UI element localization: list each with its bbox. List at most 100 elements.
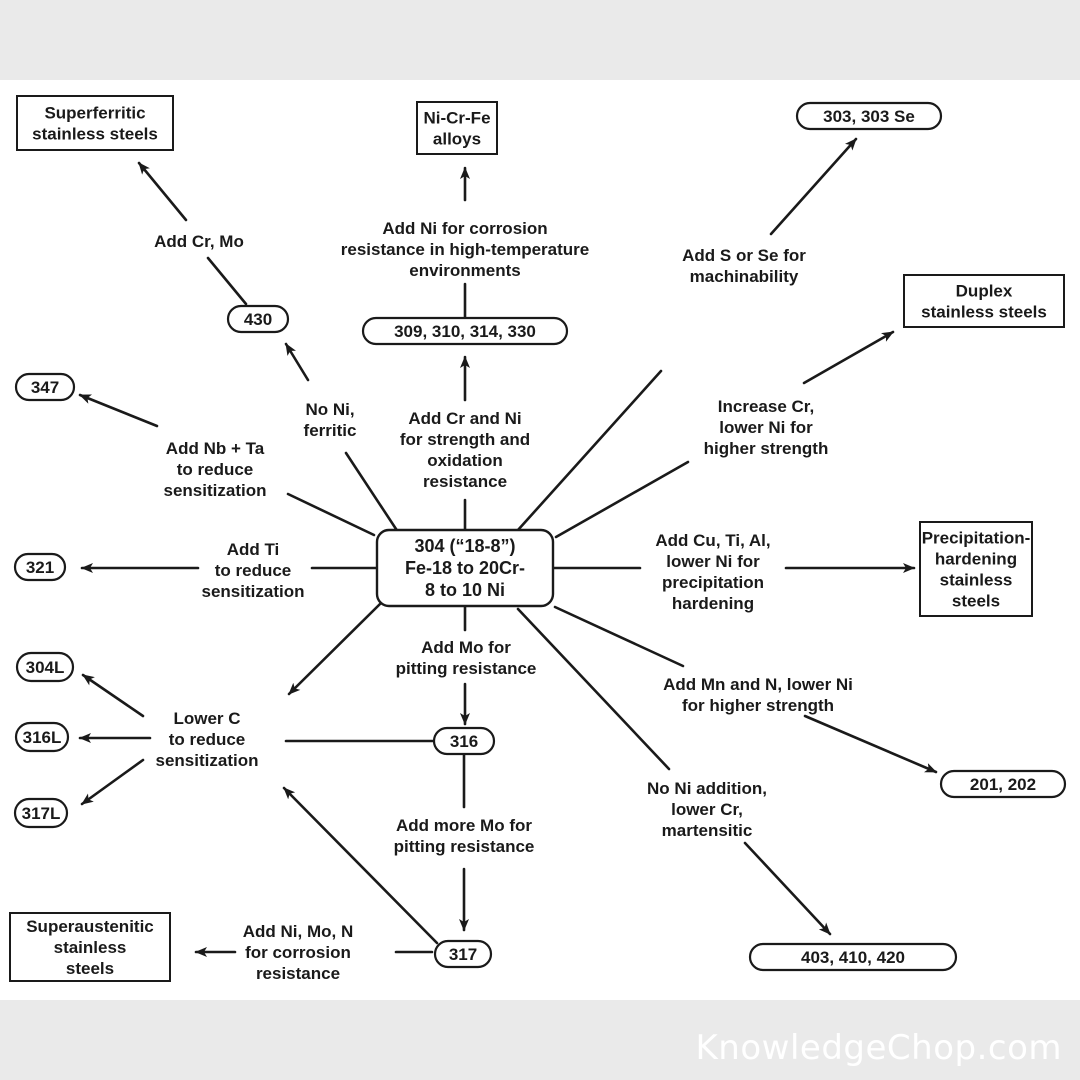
center-node-text-line: 304 (“18-8”) xyxy=(414,536,515,556)
node-superferritic-text-line: stainless steels xyxy=(32,125,158,144)
node-317: 317 xyxy=(433,939,493,969)
label-add-cu-ti-al: Add Cu, Ti, Al, lower Ni for precipitation… xyxy=(655,531,770,613)
node-superaustenitic-text-line: Superaustenitic xyxy=(26,917,154,936)
label-no-ni-addition-text-line: martensitic xyxy=(662,821,753,840)
label-add-more-mo-text-line: Add more Mo for xyxy=(396,816,532,835)
node-ph-text-line: steels xyxy=(952,592,1000,611)
label-add-ti-text-line: to reduce xyxy=(215,561,292,580)
grade-pill xyxy=(14,372,76,402)
label-add-ti: Add Ti to reduce sensitization xyxy=(202,540,305,601)
edges-layer xyxy=(78,137,938,957)
edge-to-lower-c-304-arrow xyxy=(287,602,382,696)
label-add-nb-ta-text-line: sensitization xyxy=(164,481,267,500)
grade-pill xyxy=(748,942,958,972)
edge-add-cr-mo-arrow xyxy=(137,161,188,222)
node-317L: 317L xyxy=(13,797,69,829)
node-201: 201, 202 xyxy=(939,769,1067,799)
node-201-text-line: 201, 202 xyxy=(970,775,1036,794)
node-303-text-line: 303, 303 Se xyxy=(823,107,915,126)
node-403: 403, 410, 420 xyxy=(748,942,958,972)
label-add-mn-n-text-line: for higher strength xyxy=(682,696,834,715)
label-add-cr-ni-text-line: Add Cr and Ni xyxy=(408,409,521,428)
node-ni-cr-fe-text-line: alloys xyxy=(433,130,481,149)
labels-layer: Add Cr, Mo Add Ni for corrosion resistance… xyxy=(154,219,853,983)
label-add-cr-ni-text-line: oxidation xyxy=(427,451,503,470)
center-node-text-line: Fe-18 to 20Cr- xyxy=(405,558,525,578)
bottom-margin-band xyxy=(0,1000,1080,1080)
node-316L-text-line: 316L xyxy=(23,728,62,747)
label-add-mn-n: Add Mn and N, lower Ni for higher strengt… xyxy=(663,675,853,715)
node-317-text-line: 317 xyxy=(449,945,477,964)
edge-add-mn-n-line xyxy=(553,605,685,668)
node-304-center: 304 (“18-8”)Fe-18 to 20Cr-8 to 10 Ni xyxy=(375,528,555,608)
node-304L-text-line: 304L xyxy=(26,658,65,677)
grade-pill xyxy=(795,101,943,131)
label-no-ni-ferritic-text-line: ferritic xyxy=(304,421,357,440)
edge-add-s-se-line xyxy=(516,369,663,532)
node-316: 316 xyxy=(432,726,496,756)
label-add-ni-corrosion-text-line: environments xyxy=(409,261,520,280)
node-superferritic-text-line: Superferritic xyxy=(44,104,145,123)
label-add-ti-text-line: sensitization xyxy=(202,582,305,601)
label-increase-cr-text-line: lower Ni for xyxy=(719,418,813,437)
label-add-s-se-text-line: Add S or Se for xyxy=(682,246,806,265)
node-duplex-text-line: Duplex xyxy=(956,282,1013,301)
edge-add-s-se-arrow xyxy=(769,137,858,236)
node-ph-text-line: stainless xyxy=(940,571,1013,590)
node-duplex-text-line: stainless steels xyxy=(921,303,1047,322)
edge-lower-c-304L-arrow xyxy=(81,673,145,718)
edge-lower-c-317L-arrow xyxy=(80,758,145,806)
edge-no-ni-ferritic-arrow xyxy=(284,342,310,382)
node-superferritic: Superferritic stainless steels xyxy=(16,95,174,151)
node-superaustenitic-text-line: stainless xyxy=(54,938,127,957)
label-add-ni-corrosion-text-line: Add Ni for corrosion xyxy=(382,219,547,238)
label-add-cu-ti-al-text-line: precipitation xyxy=(662,573,764,592)
node-430: 430 xyxy=(226,304,290,334)
label-add-more-mo-text-line: pitting resistance xyxy=(394,837,535,856)
label-add-ni-mo-n-text-line: resistance xyxy=(256,964,340,983)
label-add-cu-ti-al-text-line: Add Cu, Ti, Al, xyxy=(655,531,770,550)
edge-no-ni-addition-line xyxy=(516,607,671,771)
nodes-layer: 304 (“18-8”)Fe-18 to 20Cr-8 to 10 Ni Supe… xyxy=(9,95,1067,982)
grade-pill xyxy=(13,797,69,829)
label-add-cr-ni-text-line: for strength and xyxy=(400,430,530,449)
label-add-ni-corrosion-text-line: resistance in high-temperature xyxy=(341,240,589,259)
center-node-box xyxy=(375,528,555,608)
label-add-ti-text-line: Add Ti xyxy=(227,540,280,559)
family-box xyxy=(416,101,498,155)
node-316L: 316L xyxy=(14,721,70,753)
label-no-ni-addition: No Ni addition,lower Cr,martensitic xyxy=(647,779,767,840)
label-add-cr-ni-text-line: resistance xyxy=(423,472,507,491)
label-no-ni-ferritic: No Ni, ferritic xyxy=(304,400,357,440)
grade-pill xyxy=(939,769,1067,799)
label-add-nb-ta-text-line: Add Nb + Ta xyxy=(166,439,265,458)
label-add-mo-text-line: pitting resistance xyxy=(396,659,537,678)
node-duplex: Duplex stainless steels xyxy=(903,274,1065,328)
label-increase-cr-text-line: higher strength xyxy=(704,439,829,458)
label-add-cr-ni: Add Cr and Ni for strength and oxidation re… xyxy=(400,409,530,491)
edge-add-nb-ta-arrow xyxy=(78,393,159,428)
edge-no-ni-addition-arrow xyxy=(743,841,832,936)
label-add-cr-mo: Add Cr, Mo xyxy=(154,232,244,251)
label-add-mn-n-text-line: Add Mn and N, lower Ni xyxy=(663,675,853,694)
grade-pill xyxy=(433,939,493,969)
grade-pill xyxy=(14,721,70,753)
node-347-text-line: 347 xyxy=(31,378,59,397)
node-309-text-line: 309, 310, 314, 330 xyxy=(394,322,536,341)
label-no-ni-ferritic-text-line: No Ni, xyxy=(305,400,354,419)
center-node-text-line: 8 to 10 Ni xyxy=(425,580,505,600)
label-add-cu-ti-al-text-line: hardening xyxy=(672,594,754,613)
label-lower-c-text-line: sensitization xyxy=(156,751,259,770)
node-316-text-line: 316 xyxy=(450,732,478,751)
label-add-more-mo: Add more Mo for pitting resistance xyxy=(394,816,535,856)
edge-increase-cr-arrow xyxy=(802,330,895,385)
label-no-ni-addition-text-line: No Ni addition, xyxy=(647,779,767,798)
label-add-cu-ti-al-text-line: lower Ni for xyxy=(666,552,760,571)
node-403-text-line: 403, 410, 420 xyxy=(801,948,905,967)
edge-no-ni-ferritic-line xyxy=(344,451,400,534)
label-add-s-se-text-line: machinability xyxy=(690,267,799,286)
